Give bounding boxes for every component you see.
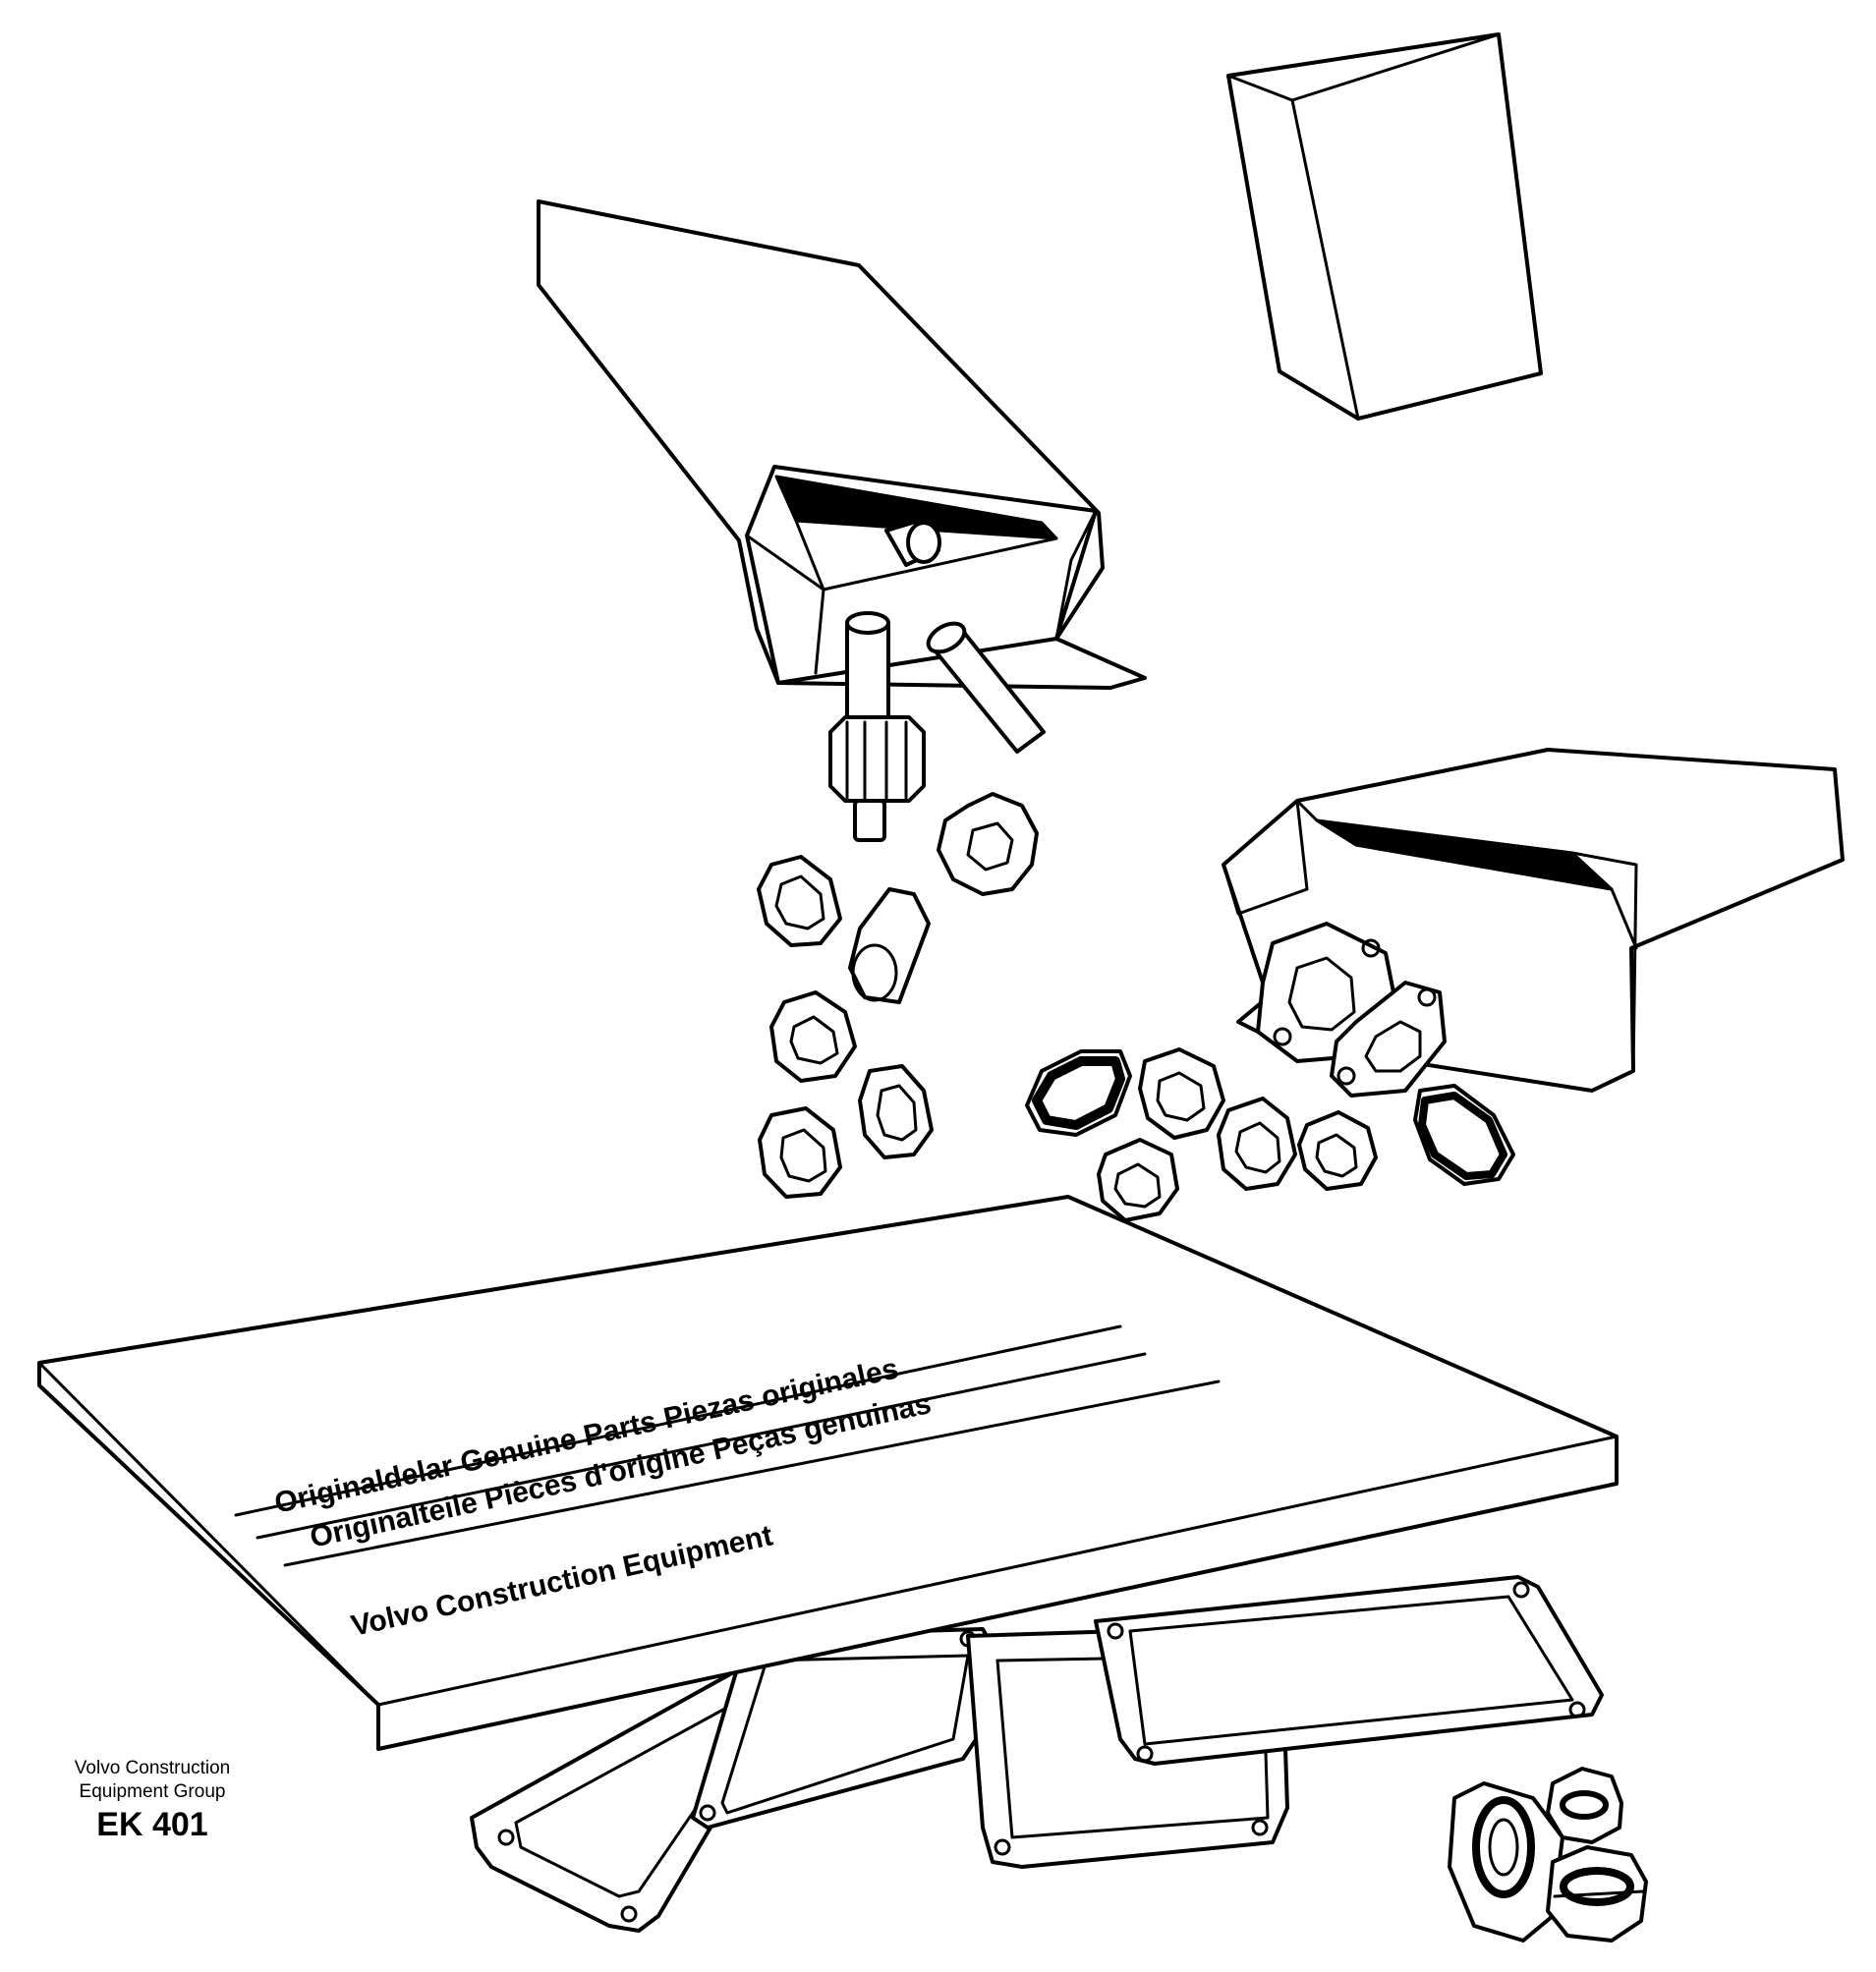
o-ring [1413,1084,1515,1186]
washer [757,855,842,947]
washer [1138,1047,1225,1140]
washer [758,1106,842,1199]
washer [1217,1097,1297,1191]
small-bushing [884,519,941,567]
washer [769,990,857,1083]
loose-gear [937,792,1039,896]
o-ring [1025,1049,1132,1137]
figure-code: EK 401 [96,1806,208,1843]
washer-group-left [757,855,934,1199]
gasket [1094,1575,1604,1766]
closed-box [1226,32,1543,421]
o-rings [1025,1047,1515,1222]
seal-cap [1448,1781,1564,1943]
washer [858,1064,934,1159]
gear-shaft [828,611,926,842]
caption-company-line1: Volvo Construction [74,1758,231,1778]
bushing [848,887,931,1004]
caption-block: Volvo Construction Equipment Group EK 40… [29,1757,275,1845]
seal-caps [1448,1767,1648,1943]
cover-gaskets [470,1575,1604,1933]
seal-cap [1546,1767,1623,1844]
flange-gaskets [1256,922,1447,1098]
caption-company-line2: Equipment Group [79,1781,226,1802]
washer [1297,1110,1378,1191]
seal-cap [1546,1845,1648,1943]
dowel-pin [926,621,1046,754]
genuine-parts-booklet: Originaldelar Genuine Parts Piezas origi… [37,1195,1619,1751]
open-box-pouring [537,199,1147,690]
washer [1097,1138,1179,1222]
